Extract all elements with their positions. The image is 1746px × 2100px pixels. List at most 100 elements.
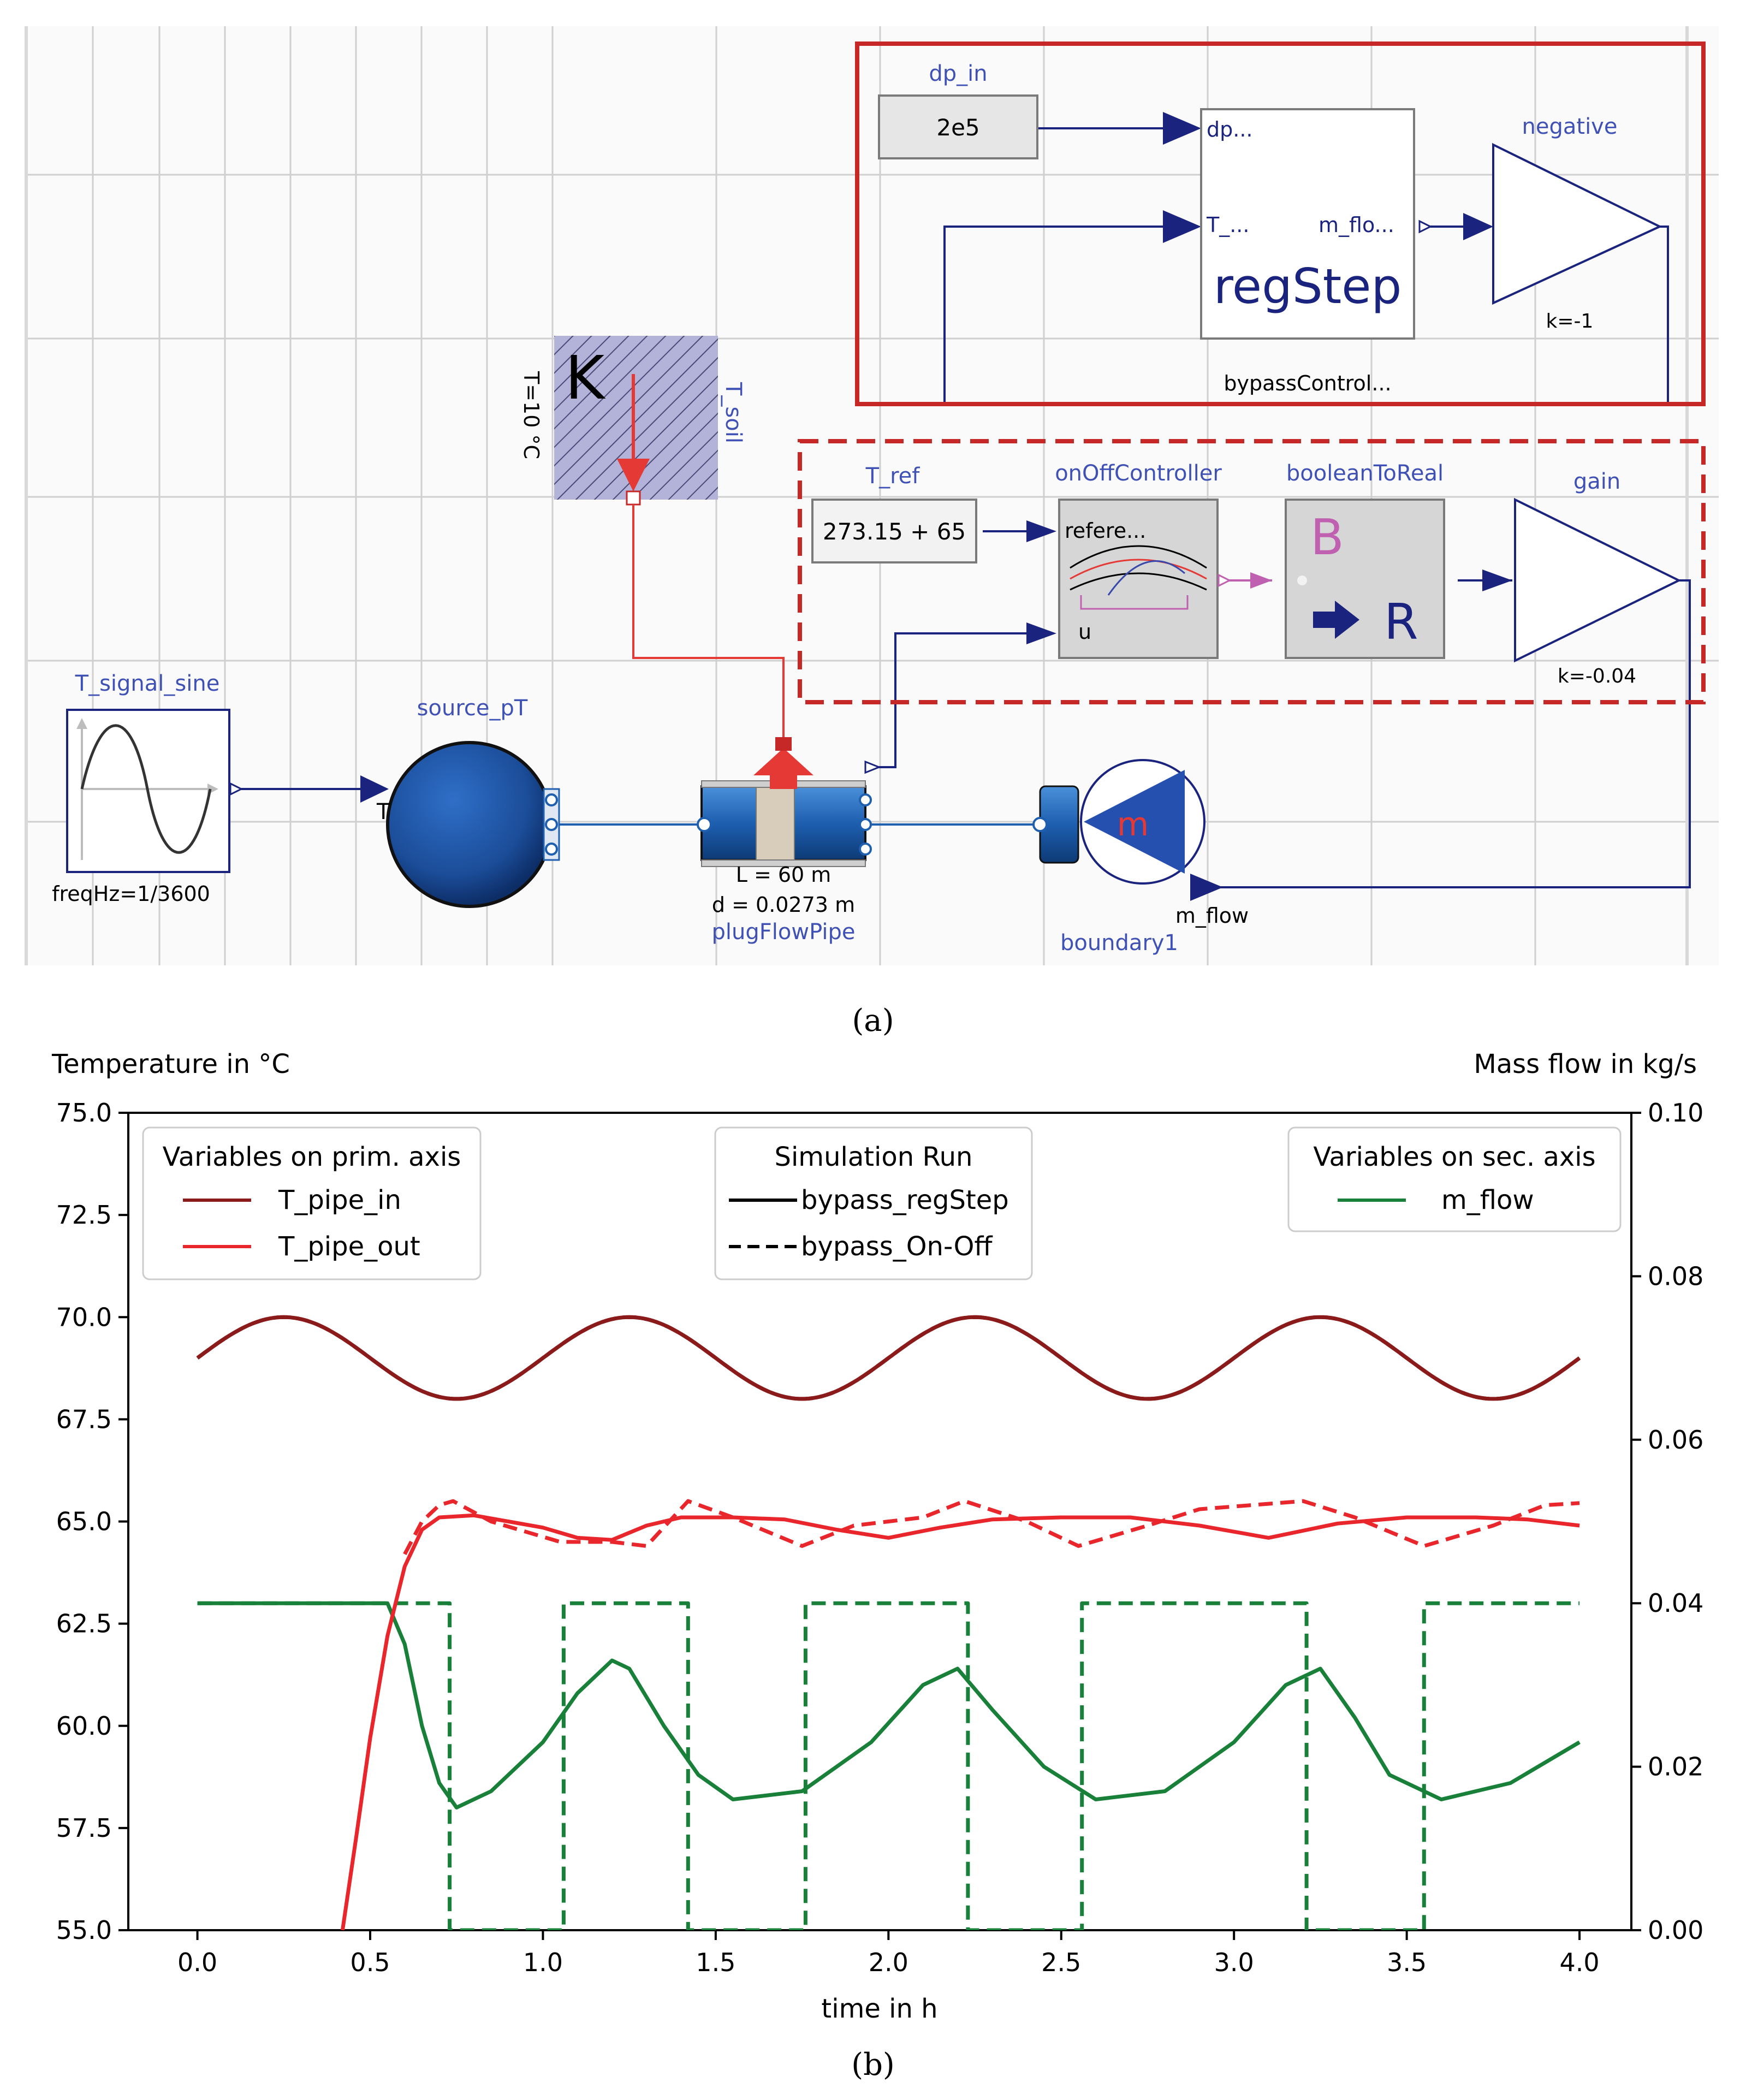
source-pt-port-t: T <box>376 799 390 824</box>
legend-label-t-pipe-out: T_pipe_out <box>278 1231 420 1262</box>
pipe-param-length: L = 60 m <box>736 863 832 887</box>
x-tick-label: 3.0 <box>1214 1948 1254 1977</box>
y-tick-label: 60.0 <box>56 1711 112 1741</box>
pipe-param-diameter: d = 0.0273 m <box>712 893 855 917</box>
x-tick-label: 3.5 <box>1387 1948 1427 1977</box>
x-tick-label: 2.5 <box>1041 1948 1081 1977</box>
right-arrow-icon <box>1313 601 1359 639</box>
legend-secondary: Variables on sec. axis m_flow <box>1287 1126 1622 1232</box>
negative-param: k=-1 <box>1546 310 1594 333</box>
onoff-group-box <box>798 439 1706 704</box>
x-tick-label: 0.5 <box>350 1948 390 1977</box>
series-m-flow-regstep <box>197 1601 1581 1810</box>
output-port-icon <box>229 782 244 796</box>
legend-secondary-title: Variables on sec. axis <box>1313 1142 1595 1172</box>
legend-primary-title: Variables on prim. axis <box>163 1142 461 1172</box>
t-signal-sine-param: freqHz=1/3600 <box>52 882 210 906</box>
legend-label-regstep: bypass_regStep <box>801 1185 1009 1215</box>
y-tick-label: 55.0 <box>56 1915 112 1945</box>
output-port-icon <box>1218 573 1232 588</box>
negative-gain-block[interactable] <box>1492 143 1662 305</box>
y-tick-label: 75.0 <box>56 1098 112 1128</box>
onoff-controller-label: onOffController <box>1055 461 1222 486</box>
dp-in-label: dp_in <box>929 61 987 86</box>
t-signal-sine-label: T_signal_sine <box>75 671 220 696</box>
pipe-inlet-port-icon <box>697 817 712 832</box>
mass-flow-glyph: m <box>1117 805 1149 844</box>
modelica-diagram: dp_in 2e5 dp... T_... m_flo... regStep b… <box>25 26 1719 965</box>
heat-connection-line <box>632 505 785 743</box>
caption-b: (b) <box>851 2047 895 2083</box>
left-axis-ticks: 55.057.560.062.565.067.570.072.575.0 <box>56 1098 128 1945</box>
heat-port-icon <box>775 737 792 751</box>
t-ref-block[interactable] <box>811 499 977 563</box>
source-pt-block[interactable] <box>386 741 553 908</box>
regstep-group-box <box>855 41 1706 406</box>
arrow-icon <box>1463 213 1493 240</box>
series-t-pipe-in-onoff <box>196 1315 1581 1401</box>
negative-label: negative <box>1522 114 1618 139</box>
regstep-port-t: T_... <box>1206 213 1249 237</box>
hysteresis-icon <box>1070 545 1207 610</box>
pipe-outlet-ports-icon <box>859 793 872 856</box>
arrow-icon <box>1190 874 1223 901</box>
dp-in-value: 2e5 <box>936 114 979 141</box>
x-tick-label: 4.0 <box>1559 1948 1599 1977</box>
onoff-port-u: u <box>1078 620 1091 644</box>
legend-label-m-flow: m_flow <box>1441 1185 1534 1215</box>
pipe-bottom-wall-icon <box>701 859 866 867</box>
temperature-massflow-chart: Temperature in °C Mass flow in kg/s 55.0… <box>51 1049 1703 2024</box>
gain-param: k=-0.04 <box>1558 665 1636 687</box>
onoff-controller-block[interactable] <box>1058 499 1219 659</box>
y2-tick-label: 0.10 <box>1648 1098 1703 1128</box>
heat-arrow-icon <box>617 459 650 491</box>
boolean-to-real-label: booleanToReal <box>1286 461 1444 486</box>
diagram-background <box>26 26 1719 965</box>
t-soil-param: T=10 °C <box>519 371 543 459</box>
regstep-block[interactable] <box>1200 108 1415 340</box>
boolean-to-real-block[interactable] <box>1285 499 1445 659</box>
series-t-pipe-out-regstep <box>340 1513 1580 1930</box>
gain-to-boundary-line <box>1201 579 1691 888</box>
arrow-icon <box>1026 520 1056 542</box>
series-m-flow-onoff <box>197 1601 1580 1930</box>
regstep-port-dp: dp... <box>1207 117 1252 141</box>
series-layer <box>196 1315 1581 1930</box>
gain-label: gain <box>1573 469 1620 494</box>
legend-run-title: Simulation Run <box>775 1142 973 1172</box>
boundary-port-icon <box>1032 817 1048 832</box>
y-tick-label: 72.5 <box>56 1200 112 1230</box>
y2-tick-label: 0.02 <box>1648 1752 1703 1782</box>
pipe-insulation-icon <box>756 786 795 861</box>
fluid-port-circles <box>545 793 558 856</box>
negative-output-line <box>1660 226 1669 404</box>
regstep-instance-name: bypassControl... <box>1224 371 1391 395</box>
legend-label-t-pipe-in: T_pipe_in <box>278 1185 401 1215</box>
port-dot-icon <box>1297 576 1307 585</box>
y-tick-label: 65.0 <box>56 1507 112 1537</box>
bypass-loop-line <box>943 226 1174 404</box>
legend-label-onoff: bypass_On-Off <box>801 1231 993 1262</box>
x-tick-label: 0.0 <box>177 1948 217 1977</box>
gain-block[interactable] <box>1514 497 1682 663</box>
arrow-icon <box>1163 112 1201 145</box>
onoff-port-reference: refere... <box>1065 519 1146 543</box>
heat-input-arrow-icon <box>753 748 813 789</box>
x-axis-title: time in h <box>821 1994 937 2024</box>
x-tick-label: 2.0 <box>869 1948 908 1977</box>
left-axis-title: Temperature in °C <box>51 1049 290 1079</box>
boundary-port-mflow: m_flow <box>1175 904 1249 928</box>
arrow-icon <box>360 775 389 803</box>
right-axis-title: Mass flow in kg/s <box>1474 1049 1697 1079</box>
arrow-icon <box>1482 570 1512 591</box>
y2-tick-label: 0.06 <box>1648 1425 1703 1455</box>
series-t-pipe-out-onoff <box>403 1499 1580 1556</box>
regstep-port-mflow: m_flo... <box>1319 213 1394 237</box>
heat-port-icon <box>626 490 641 506</box>
legend-run: Simulation Run bypass_regStep bypass_On-… <box>714 1126 1033 1280</box>
dp-in-block[interactable] <box>878 94 1038 159</box>
right-axis-ticks: 0.000.020.040.060.080.10 <box>1631 1098 1703 1945</box>
